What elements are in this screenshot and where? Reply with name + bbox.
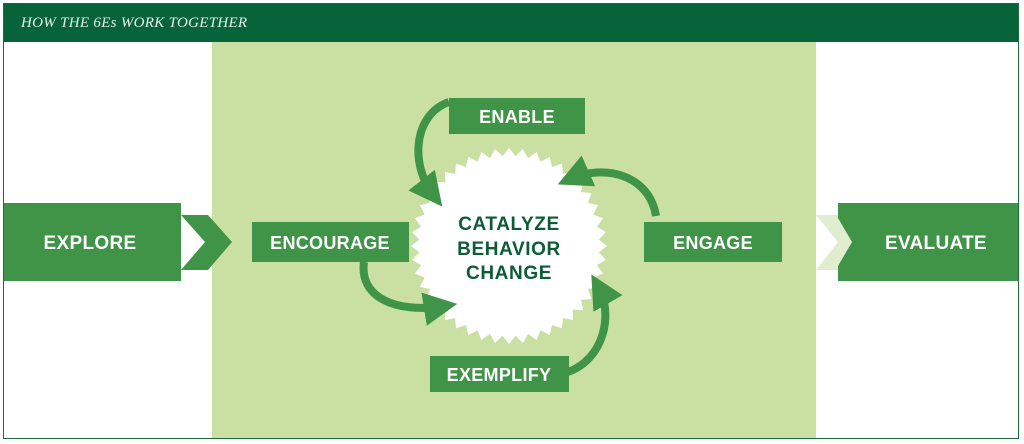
exemplify-label: EXEMPLIFY xyxy=(447,365,552,385)
six-es-diagram: EXPLORE EVALUATE CATALYZE BEHAVIOR CHANG… xyxy=(4,98,1018,392)
encourage-to-center-arrow xyxy=(359,261,458,326)
exemplify-to-center-arrow xyxy=(566,274,623,376)
engage-node: ENGAGE xyxy=(644,222,782,262)
evaluate-label: EVALUATE xyxy=(885,233,987,254)
diagram-frame: HOW THE 6Es WORK TOGETHER EXPLORE EVALUA… xyxy=(3,3,1019,439)
engage-label: ENGAGE xyxy=(673,233,753,253)
evaluate-node: EVALUATE xyxy=(816,203,1018,281)
encourage-node: ENCOURAGE xyxy=(252,222,409,262)
explore-node: EXPLORE xyxy=(4,203,232,281)
center-line-1: CATALYZE xyxy=(458,214,560,235)
enable-label: ENABLE xyxy=(479,107,555,127)
center-line-3: CHANGE xyxy=(466,263,552,284)
diagram-title: HOW THE 6Es WORK TOGETHER xyxy=(4,4,1018,42)
catalyze-starburst xyxy=(411,148,607,344)
exemplify-node: EXEMPLIFY xyxy=(430,356,569,392)
enable-node: ENABLE xyxy=(449,98,585,134)
explore-label: EXPLORE xyxy=(44,233,137,254)
engage-to-center-arrow xyxy=(557,155,660,217)
encourage-label: ENCOURAGE xyxy=(270,233,390,253)
center-line-2: BEHAVIOR xyxy=(457,239,561,260)
enable-to-center-arrow xyxy=(408,98,451,207)
